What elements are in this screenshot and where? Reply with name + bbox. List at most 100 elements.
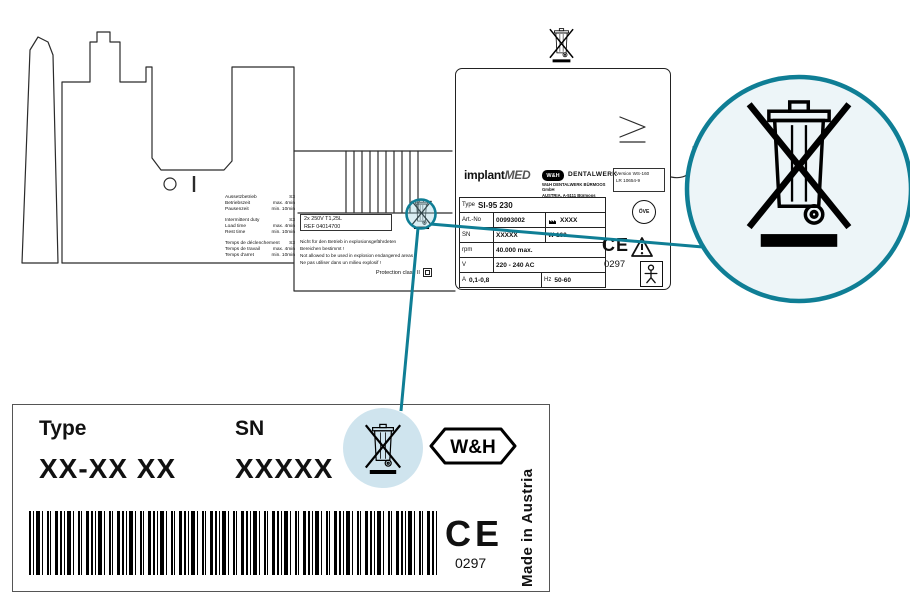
product-sticker-label: Type XX-XX XX SN XXXXX W&H CE 0297 Made …	[12, 404, 550, 592]
warning-line: Bereichen bestimmt !	[300, 246, 345, 252]
amp-label: A	[462, 277, 467, 283]
sn-label: SN	[462, 232, 471, 238]
zoom-callout	[684, 74, 910, 304]
weee-icon-sticker	[363, 422, 403, 475]
protection-class-label: Protection class II	[375, 269, 420, 276]
table-row: A 0,1-0,8 Hz 50-60	[460, 273, 606, 288]
duty-label: Temps d'arret	[225, 252, 254, 258]
table-row: SN XXXXX W 160	[460, 228, 606, 243]
table-row: V 220 - 240 AC	[460, 258, 606, 273]
duty-value: min. 10min	[271, 229, 295, 235]
hz-value: 50-60	[554, 276, 571, 284]
device-detail-curve	[670, 146, 696, 179]
type-cell: Type SI-95 230	[460, 198, 606, 213]
duty-value: max. 4min	[272, 246, 295, 252]
type-b-applied-part-icon	[640, 261, 663, 287]
rpm-label-cell: rpm	[460, 243, 494, 258]
table-row: Art.-No 00993002 XXXX	[460, 213, 606, 228]
weee-highlight-circle	[343, 408, 423, 488]
wh-logo-text: W&H	[450, 437, 495, 458]
duty-label: Pausenzeit	[225, 206, 249, 212]
duty-label: Intermittent duty	[225, 217, 260, 223]
amp-value: 0,1-0,8	[469, 276, 490, 284]
wh-logo: W&H	[429, 427, 517, 465]
artno-label: Art.-No	[462, 217, 482, 223]
protection-class-ii-icon	[423, 268, 432, 277]
ce-mark: CE	[602, 235, 630, 255]
zoom-circle	[684, 74, 910, 304]
type-value: SI-95 230	[478, 200, 513, 210]
power-off-icon	[163, 177, 177, 191]
artno-value: 00993002	[496, 216, 525, 224]
rpm-value: 40.000 max.	[496, 246, 533, 254]
table-row: rpm 40.000 max.	[460, 243, 606, 258]
duty-value: max. 4min	[272, 200, 295, 206]
volt-value: 220 - 240 AC	[496, 261, 535, 269]
watt-value: W 160	[548, 231, 567, 239]
sticker-notified-body-number: 0297	[455, 555, 487, 571]
sticker-type-value: XX-XX XX	[39, 453, 177, 484]
artno-label-cell: Art.-No	[460, 213, 494, 228]
rpm-value-cell: 40.000 max.	[494, 243, 606, 258]
duty-value: min. 10min	[271, 206, 295, 212]
vent-grille	[297, 150, 453, 214]
duty-label: Rest time	[225, 229, 246, 235]
watt-cell: W 160	[546, 228, 606, 243]
volt-label-cell: V	[460, 258, 494, 273]
version-box: Version WS-160 LR 10654-9	[613, 168, 665, 192]
warning-line: Nicht für den Betrieb in explosionsgefäh…	[300, 239, 397, 244]
fuse-rating-box: 2x 250V T1,25L REF 04014700	[300, 214, 392, 231]
wh-logo-small: W&H	[542, 170, 564, 181]
brand-med: MED	[504, 168, 531, 182]
duty-value: S3	[289, 240, 295, 246]
hz-label: Hz	[544, 277, 552, 283]
hz-cell: Hz 50-60	[542, 273, 606, 288]
duty-value: S3	[289, 195, 295, 200]
sn-value-cell: XXXXX	[494, 228, 546, 243]
brand-implant: implant	[464, 168, 505, 182]
artno-value-cell: 00993002	[494, 213, 546, 228]
weee-icon-large	[749, 102, 849, 247]
power-switch-symbols	[163, 176, 196, 192]
table-row: Type SI-95 230	[460, 198, 606, 213]
sticker-sn-value: XXXXX	[235, 453, 334, 484]
volt-label: V	[462, 262, 467, 268]
fuse-rating: 2x 250V T1,25L	[304, 216, 342, 222]
brand-implantmed: implantMED	[464, 168, 531, 182]
plate-spec-table: Type SI-95 230 Art.-No 00993002 XXXX SN …	[459, 197, 606, 288]
rpm-label: rpm	[462, 247, 473, 253]
duty-group-fr: Temps de déclenchement S3 Temps de travai…	[225, 241, 295, 259]
duty-label: Temps de déclenchement	[225, 240, 280, 246]
weee-icon-on-device	[410, 199, 433, 230]
manufacturer-address: W&H DENTALWERK BÜRMOOS GmbH AUSTRIA, A-5…	[542, 182, 612, 198]
warning-line: Not allowed to be used in explosion enda…	[300, 253, 416, 259]
warning-triangle-icon	[631, 237, 653, 257]
version-line: Version WS-160	[616, 171, 650, 176]
amp-cell: A 0,1-0,8	[460, 273, 542, 288]
warning-line: Ne pas utiliser dans un milieu explosif …	[300, 260, 382, 266]
sn-value: XXXXX	[496, 231, 518, 239]
type-label: Type	[462, 202, 476, 208]
weee-icon-top	[549, 27, 574, 63]
manufacture-value: XXXX	[560, 216, 578, 224]
duty-label: Load time	[225, 223, 247, 229]
made-in-austria-label: Made in Austria	[519, 468, 536, 587]
volt-value-cell: 220 - 240 AC	[494, 258, 606, 273]
type-plate: implantMED W&H DENTALWERK W&H DENTALWERK…	[455, 68, 671, 290]
duty-label: Temps de travail	[225, 246, 260, 252]
fuse-ref: REF 04014700	[304, 223, 341, 230]
version-line: LR 10654-9	[616, 178, 641, 184]
sticker-ce-mark: CE	[445, 513, 504, 554]
sn-label-cell: SN	[460, 228, 494, 243]
explosion-warning-text: Nicht für den Betrieb in explosionsgefäh…	[300, 238, 432, 266]
protection-class-row: Protection class II	[318, 268, 432, 277]
sticker-sn-label: SN	[235, 417, 265, 440]
dentalwerk-label: DENTALWERK	[568, 171, 618, 178]
duty-value: min. 10min	[271, 252, 295, 258]
duty-value: max. 4min	[272, 223, 295, 229]
duty-label: Betriebszeit	[225, 200, 251, 206]
manufacture-date-icon	[549, 219, 556, 224]
